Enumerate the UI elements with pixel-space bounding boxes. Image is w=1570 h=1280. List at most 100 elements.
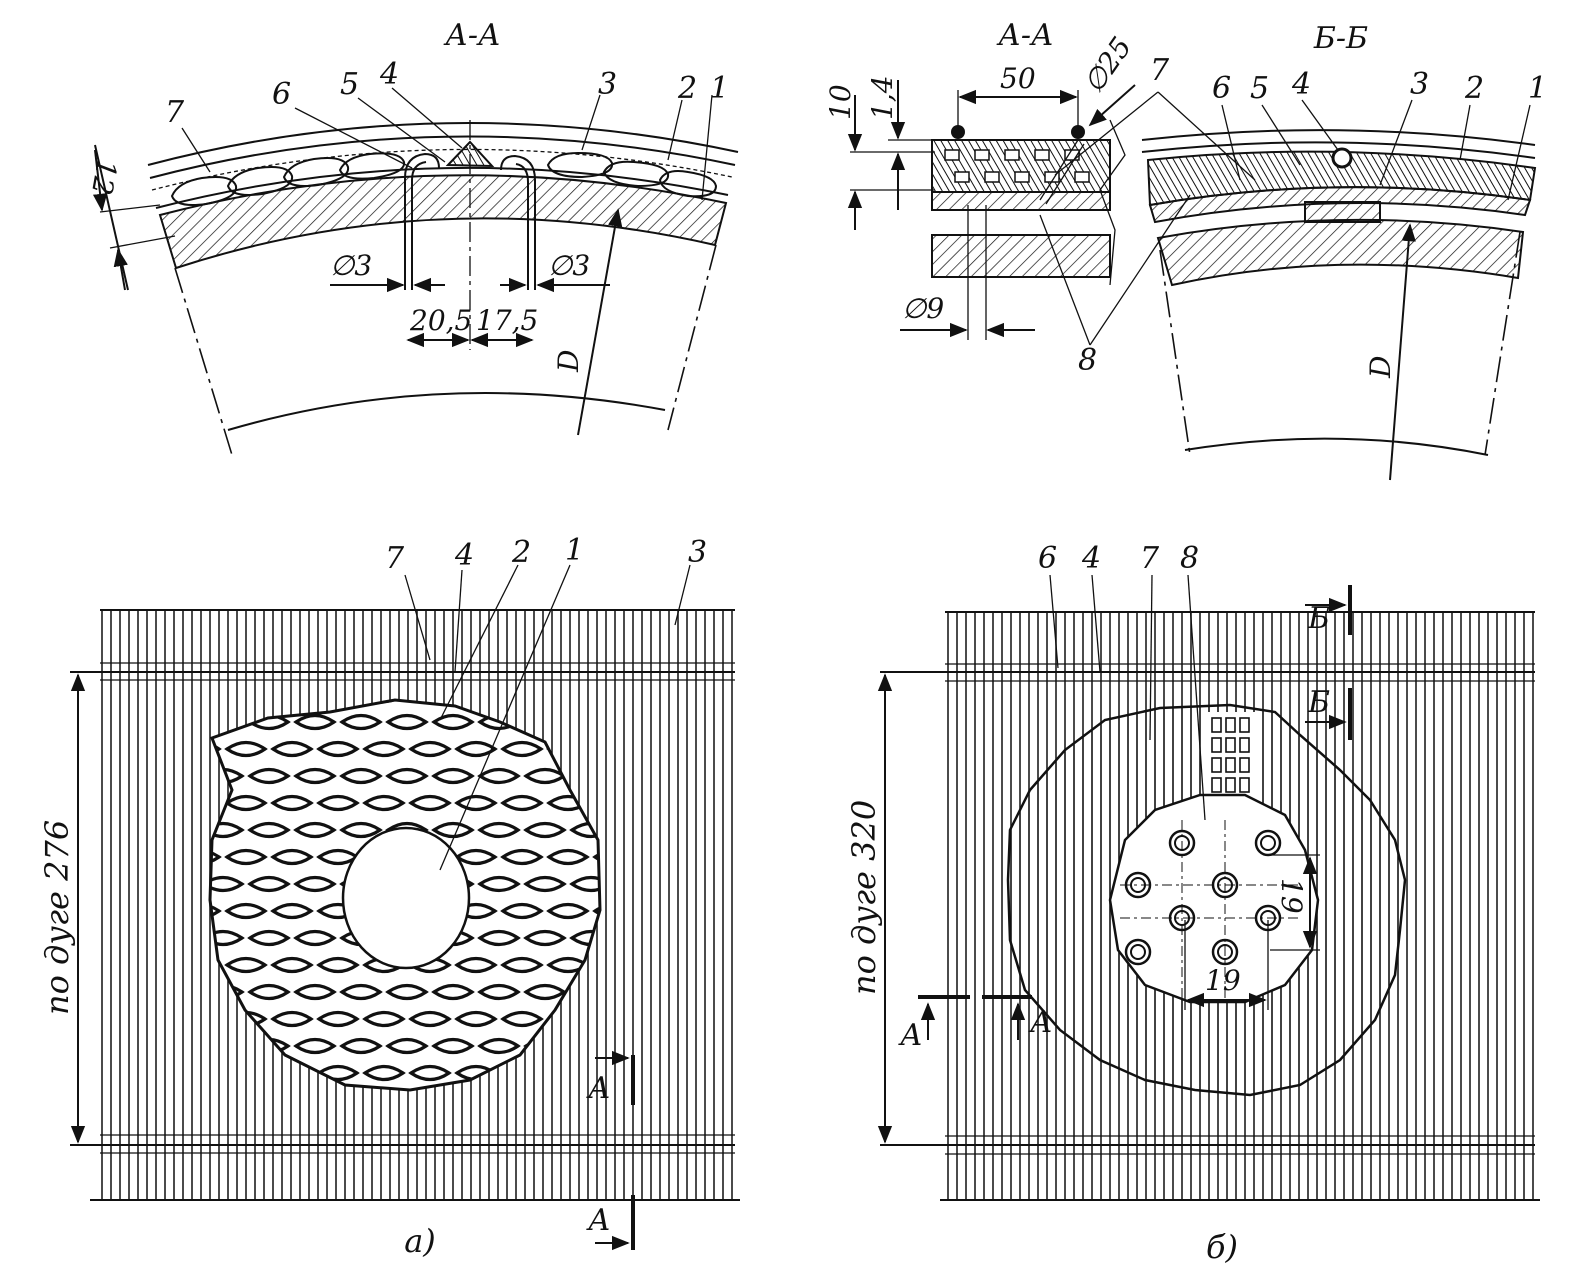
- plan-label-8-b: 8: [1180, 541, 1199, 576]
- mesh-cell: [523, 821, 567, 839]
- section-title-a: А-А: [443, 18, 501, 53]
- mesh-cell: [385, 983, 429, 1001]
- dim-diameter-a: D: [552, 350, 585, 373]
- mesh-cell: [362, 740, 406, 758]
- figure-b-section-bb: Б-Б 6 5 4 3 2 1 D: [1141, 21, 1547, 481]
- figure-b-plan: 19 19 6 4 7 8 по дуге 320 Б Б А А б): [845, 541, 1540, 1266]
- section-label-1: 1: [1528, 71, 1547, 106]
- mesh-cell: [270, 956, 314, 974]
- mesh-cell: [408, 794, 452, 812]
- mesh-cell: [454, 740, 498, 758]
- mesh-cell: [569, 875, 600, 893]
- plan-label-4: 4: [454, 538, 474, 573]
- section-label-6: 6: [1212, 71, 1231, 106]
- section-mark-a-bottom: А: [586, 1203, 611, 1238]
- mesh-cell: [224, 848, 268, 866]
- dim-10: 10: [824, 84, 857, 120]
- mesh-cell: [362, 794, 406, 812]
- mesh-cell: [500, 740, 544, 758]
- mesh-cell: [408, 1064, 452, 1082]
- mesh-cell: [500, 848, 544, 866]
- mesh-cell: [523, 875, 567, 893]
- mesh-cell: [293, 929, 337, 947]
- mesh-cell: [385, 767, 429, 785]
- plan-label-4-b: 4: [1081, 541, 1101, 576]
- mesh-cell: [523, 767, 567, 785]
- mesh-cell: [247, 767, 291, 785]
- mesh-cell: [500, 902, 544, 920]
- mesh-cell: [477, 875, 521, 893]
- mesh-cell: [431, 767, 475, 785]
- hole: [1168, 829, 1196, 857]
- mesh-cell: [477, 1037, 521, 1055]
- dim-d25: ∅25: [1077, 31, 1138, 99]
- hole: [1124, 871, 1152, 899]
- plan-label-6: 6: [1038, 541, 1057, 576]
- mesh-cell: [454, 794, 498, 812]
- mesh-cell: [247, 875, 291, 893]
- plan-label-7: 7: [385, 541, 405, 576]
- caption-a: а): [404, 1222, 436, 1260]
- mesh-chain-links: [170, 151, 718, 206]
- part-label-5: 5: [340, 67, 359, 102]
- mesh-cell: [523, 983, 567, 1001]
- mesh-cell: [293, 875, 337, 893]
- mesh-cell: [224, 902, 268, 920]
- mesh-cell: [339, 1037, 383, 1055]
- mesh-cell: [385, 1037, 429, 1055]
- mesh-cell: [210, 875, 245, 893]
- mesh-cell: [454, 956, 498, 974]
- mesh-cell: [293, 767, 337, 785]
- mesh-cell: [431, 821, 475, 839]
- section-mark-a-top: А: [586, 1071, 611, 1106]
- hole: [1211, 871, 1239, 899]
- hole: [1254, 829, 1282, 857]
- mesh-cell: [339, 983, 383, 1001]
- mesh-cell: [247, 929, 291, 947]
- mesh-cell: [339, 713, 383, 731]
- mesh-cell: [454, 848, 498, 866]
- mesh-cell: [454, 1010, 498, 1028]
- section-label-3: 3: [1410, 67, 1429, 102]
- mesh-cell: [500, 794, 544, 812]
- dim-span-right: 17,5: [476, 304, 538, 337]
- part-label-1: 1: [710, 71, 729, 106]
- mesh-cell: [210, 848, 222, 866]
- mesh-cell: [316, 740, 360, 758]
- dim-hole-right: ∅3: [548, 249, 590, 282]
- section-title-b-aa: А-А: [996, 18, 1054, 53]
- part-label-2: 2: [677, 71, 697, 106]
- cell-strip-8: [1208, 712, 1256, 802]
- mesh-cell: [316, 794, 360, 812]
- center-opening-a: [341, 826, 471, 970]
- hole: [1124, 938, 1152, 966]
- mesh-cell: [293, 821, 337, 839]
- caption-b: б): [1206, 1228, 1238, 1266]
- arc-dimension-b: по дуге 320: [845, 800, 883, 995]
- mesh-cell: [477, 821, 521, 839]
- plan-label-7-b: 7: [1140, 541, 1160, 576]
- part-label-3: 3: [598, 67, 617, 102]
- mesh-cell: [408, 740, 452, 758]
- mesh-cell: [523, 929, 567, 947]
- hole: [1211, 938, 1239, 966]
- mesh-cell: [431, 1037, 475, 1055]
- mesh-cell: [224, 956, 268, 974]
- mesh-cell: [477, 767, 521, 785]
- mesh-cell: [247, 983, 291, 1001]
- arc-dimension-a: по дуге 276: [38, 820, 76, 1015]
- dim-diameter-b: D: [1364, 356, 1397, 379]
- dim-d9: ∅9: [902, 292, 944, 325]
- mesh-cell: [224, 740, 268, 758]
- mesh-cell: [270, 794, 314, 812]
- mesh-layer-b: [931, 139, 1111, 193]
- mesh-cell: [362, 1064, 406, 1082]
- holes-grid: [1120, 820, 1300, 1000]
- mesh-cell: [270, 848, 314, 866]
- dim-1-4: 1,4: [866, 75, 899, 120]
- mesh-cell: [385, 713, 429, 731]
- dim-span-left: 20,5: [409, 304, 472, 337]
- mesh-cell: [247, 821, 291, 839]
- mesh-cell: [408, 1010, 452, 1028]
